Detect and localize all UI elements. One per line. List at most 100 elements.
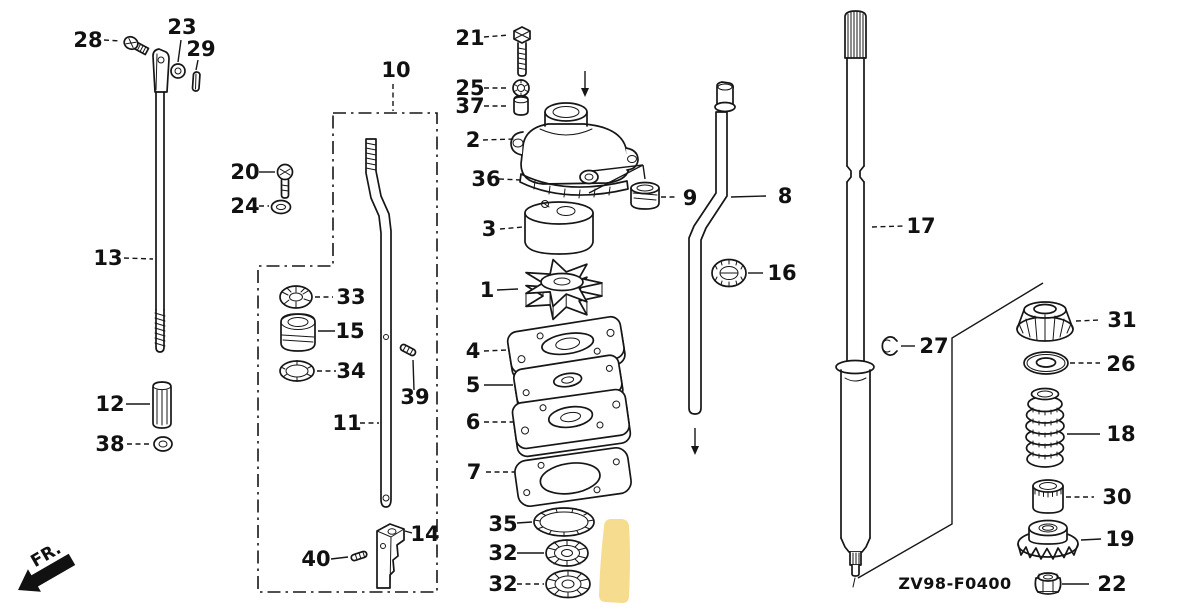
part-20-bolt-drawing — [276, 163, 294, 199]
callout-6-group: 6 — [466, 410, 515, 434]
part-23-washer-drawing — [170, 63, 186, 79]
callout-29-group: 29 — [186, 37, 216, 71]
callout-16: 16 — [767, 261, 796, 285]
leader-line-17 — [871, 225, 904, 228]
callout-35-group: 35 — [488, 512, 533, 536]
part-39-pin-drawing — [399, 343, 417, 357]
callout-1: 1 — [480, 278, 495, 302]
callout-25-group: 25 — [455, 76, 507, 100]
part-22-castle-nut-drawing — [1034, 572, 1062, 595]
callout-20: 20 — [230, 160, 259, 184]
callout-3-group: 3 — [482, 217, 524, 241]
callout-2: 2 — [466, 128, 481, 152]
leader-line-36 — [498, 178, 522, 181]
callout-31-group: 31 — [1075, 308, 1137, 332]
callout-27: 27 — [919, 334, 948, 358]
callout-5: 5 — [466, 373, 481, 397]
callout-29: 29 — [186, 37, 215, 61]
part-31-taper-bearing-drawing — [1016, 301, 1074, 342]
callout-16-group: 16 — [748, 261, 797, 285]
callout-7: 7 — [467, 460, 482, 484]
assembly-direction-arrow-top — [581, 71, 589, 97]
callout-19-group: 19 — [1080, 527, 1135, 551]
callout-22: 22 — [1097, 572, 1126, 596]
part-24-washer-drawing — [270, 199, 292, 215]
leader-line-40 — [330, 556, 349, 560]
callout-13-group: 13 — [93, 246, 154, 270]
callout-38-group: 38 — [95, 432, 152, 456]
leader-line-23 — [177, 39, 182, 63]
callout-15: 15 — [335, 319, 364, 343]
part-1-impeller-drawing — [525, 258, 603, 321]
part-15-bushing-drawing — [280, 313, 316, 352]
part-14-bracket-drawing — [376, 523, 405, 589]
part-11-shift-rod-drawing — [365, 138, 392, 508]
callout-31: 31 — [1107, 308, 1136, 332]
callout-36: 36 — [471, 167, 500, 191]
part-19-pinion-gear-drawing — [1017, 519, 1079, 560]
callout-12: 12 — [95, 392, 124, 416]
callout-11: 11 — [332, 411, 361, 435]
part-38-nut-drawing — [153, 436, 173, 452]
callout-10: 10 — [381, 58, 410, 82]
callout-4-group: 4 — [466, 339, 508, 363]
part-25-nut-drawing — [512, 79, 530, 97]
callout-40-group: 40 — [301, 547, 349, 571]
leader-line-21 — [483, 34, 510, 38]
leader-bracket-gear-stack — [857, 282, 1044, 579]
callout-14-group: 14 — [404, 522, 440, 546]
callout-18: 18 — [1106, 422, 1135, 446]
part-26-washer-drawing — [1023, 351, 1069, 375]
callout-15-group: 15 — [318, 319, 365, 343]
callout-33: 33 — [336, 285, 365, 309]
part-9-grommet-drawing — [630, 181, 660, 210]
callout-8-group: 8 — [730, 184, 792, 208]
callout-32a: 32 — [488, 541, 517, 565]
callout-25: 25 — [455, 76, 484, 100]
callout-11-group: 11 — [332, 411, 379, 435]
callout-7-group: 7 — [467, 460, 515, 484]
callout-12-group: 12 — [95, 392, 150, 416]
leader-line-8 — [730, 195, 767, 198]
callout-13: 13 — [93, 246, 122, 270]
callout-39: 39 — [400, 385, 429, 409]
part-16-grommet-drawing — [711, 258, 747, 288]
leader-line-13 — [123, 257, 154, 260]
leader-line-28 — [103, 39, 122, 42]
callout-39-group: 39 — [400, 359, 430, 409]
part-28-bolt-drawing — [123, 35, 150, 56]
callout-23-group: 23 — [167, 15, 197, 63]
leader-line-35 — [516, 521, 533, 524]
leader-line-29 — [195, 59, 199, 71]
callout-35: 35 — [488, 512, 517, 536]
part-34-oring-drawing — [279, 360, 315, 382]
part-2-pump-housing-drawing — [510, 102, 639, 185]
callout-23: 23 — [167, 15, 196, 39]
part-6-pump-base-drawing — [511, 388, 632, 458]
part-32b-oil-seal-drawing — [545, 569, 591, 599]
callout-17: 17 — [906, 214, 935, 238]
callout-21: 21 — [455, 26, 484, 50]
callout-38: 38 — [95, 432, 124, 456]
callout-4: 4 — [466, 339, 481, 363]
part-40-pin-drawing — [350, 550, 368, 562]
part-36-gasket-drawing — [519, 173, 629, 199]
callout-18-group: 18 — [1067, 422, 1136, 446]
leader-lines-grommet-9 — [588, 164, 646, 194]
leader-line-39 — [412, 359, 415, 391]
callout-9: 9 — [683, 186, 698, 210]
callout-9-group: 9 — [661, 186, 697, 210]
callout-5-group: 5 — [466, 373, 513, 397]
leader-line-19 — [1080, 538, 1102, 541]
callout-32a-group: 32 — [488, 541, 544, 565]
callout-19: 19 — [1105, 527, 1134, 551]
callout-28: 28 — [73, 28, 102, 52]
callout-26-group: 26 — [1070, 352, 1136, 376]
part-17-drive-shaft-drawing — [835, 10, 875, 588]
callout-24-group: 24 — [230, 194, 269, 218]
callout-37: 37 — [455, 94, 484, 118]
callout-34-group: 34 — [317, 359, 366, 383]
callout-33-group: 33 — [315, 285, 366, 309]
callout-2-group: 2 — [466, 128, 515, 152]
callout-28-group: 28 — [73, 28, 122, 52]
